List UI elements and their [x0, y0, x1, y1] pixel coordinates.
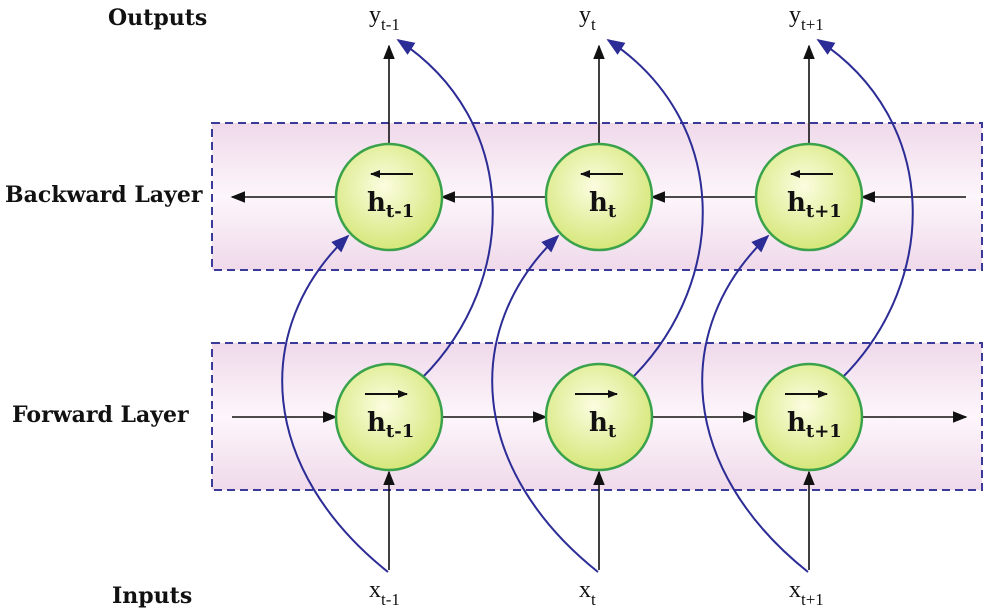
node-subscript: t-1 — [386, 421, 414, 442]
forward-node-label: ht-1 — [367, 408, 414, 442]
inputs-row-label: Inputs — [112, 583, 192, 609]
skip-forward-to-output-tm1 — [396, 39, 494, 379]
input-label-3: xt+1 — [789, 577, 824, 609]
backward-node-circle — [544, 142, 654, 252]
backward-node-1: ht-1 — [334, 142, 444, 252]
output-base: y — [579, 2, 591, 28]
skip-input-to-backward-t — [491, 234, 599, 573]
input-base: x — [579, 577, 591, 603]
node-subscript: t+1 — [806, 421, 842, 442]
forward-node-2: ht — [544, 362, 654, 472]
forward-node-1: ht-1 — [334, 362, 444, 472]
skip-input-to-backward-tm1 — [281, 234, 389, 573]
input-label-2: xt — [579, 577, 596, 609]
output-label-2: yt — [579, 2, 596, 34]
output-base: y — [369, 2, 381, 28]
node-subscript: t — [608, 421, 617, 442]
node-base: h — [367, 188, 386, 218]
node-base: h — [787, 408, 806, 438]
input-base: x — [789, 577, 801, 603]
backward-node-circle — [334, 142, 444, 252]
forward-node-circle — [754, 362, 864, 472]
outputs-row-label: Outputs — [108, 5, 207, 31]
forward-node-label: ht — [589, 408, 617, 442]
input-base: x — [369, 577, 381, 603]
input-subscript: t+1 — [801, 590, 824, 609]
forward-node-circle — [544, 362, 654, 472]
skip-forward-to-output-t — [606, 39, 704, 379]
node-base: h — [787, 188, 806, 218]
forward-layer-label: Forward Layer — [12, 402, 189, 428]
backward-node-label: ht — [589, 188, 617, 222]
output-subscript: t-1 — [381, 15, 400, 34]
backward-layer-label: Backward Layer — [5, 182, 203, 208]
backward-node-label: ht+1 — [787, 188, 842, 222]
output-subscript: t — [591, 15, 596, 34]
node-base: h — [589, 408, 608, 438]
node-base: h — [589, 188, 608, 218]
backward-node-2: ht — [544, 142, 654, 252]
forward-node-3: ht+1 — [754, 362, 864, 472]
backward-node-label: ht-1 — [367, 188, 414, 222]
skip-forward-to-output-t1 — [816, 39, 914, 379]
input-subscript: t — [591, 590, 596, 609]
output-subscript: t+1 — [801, 15, 824, 34]
node-subscript: t+1 — [806, 201, 842, 222]
forward-node-circle — [334, 362, 444, 472]
backward-node-circle — [754, 142, 864, 252]
node-subscript: t-1 — [386, 201, 414, 222]
input-label-1: xt-1 — [369, 577, 400, 609]
node-subscript: t — [608, 201, 617, 222]
output-label-3: yt+1 — [789, 2, 824, 34]
output-label-1: yt-1 — [369, 2, 400, 34]
output-base: y — [789, 2, 801, 28]
backward-node-3: ht+1 — [754, 142, 864, 252]
input-subscript: t-1 — [381, 590, 400, 609]
forward-node-label: ht+1 — [787, 408, 842, 442]
node-base: h — [367, 408, 386, 438]
skip-input-to-backward-t1 — [701, 234, 809, 573]
